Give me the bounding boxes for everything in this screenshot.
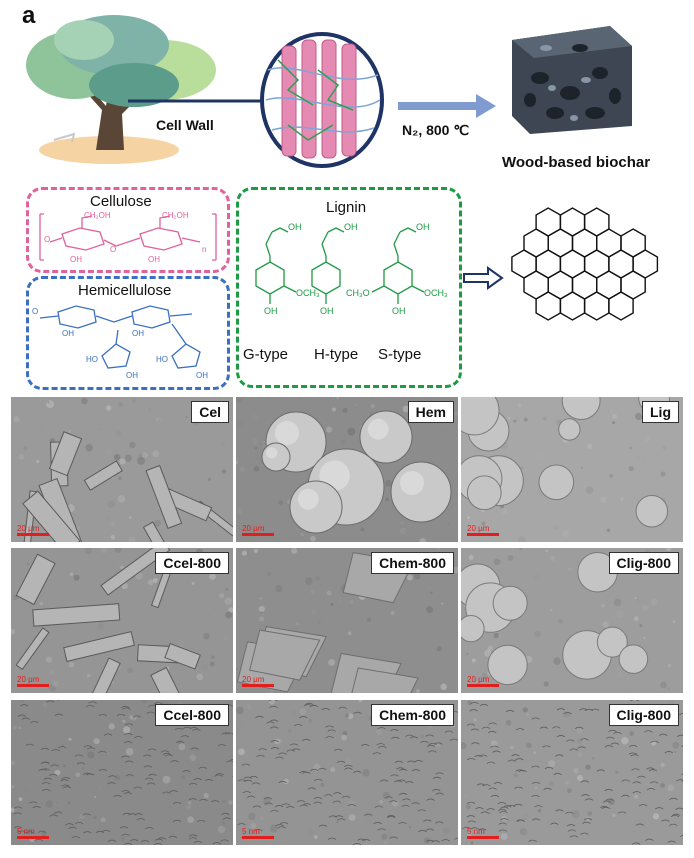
sem-image-cel: Cel 20 μm: [11, 397, 233, 542]
connector-line: [128, 99, 268, 103]
svg-text:OH: OH: [196, 371, 208, 380]
scale-bar: 20 μm: [242, 675, 274, 687]
svg-text:OCH₃: OCH₃: [424, 288, 448, 298]
scale-bar: 20 μm: [17, 675, 49, 687]
hemicellulose-box: [26, 276, 230, 390]
lignin-structures: OH OH OH OH OH OH OCH₃ CH₃O OCH₃: [255, 222, 448, 316]
process-arrow: [398, 94, 496, 118]
tree-illustration: [26, 15, 216, 164]
image-tag: Clig-800: [608, 704, 679, 726]
svg-text:HO: HO: [156, 355, 168, 364]
svg-text:O: O: [32, 307, 38, 316]
tem-image-ccel-800: Ccel-800 5 nm: [11, 700, 233, 845]
svg-text:O: O: [110, 245, 116, 254]
biochar-label: Wood-based biochar: [502, 154, 651, 171]
cellulose-box: [26, 187, 230, 273]
scale-bar: 5 nm: [242, 827, 274, 839]
biochar-block: [512, 26, 632, 134]
scale-bar: 20 μm: [467, 524, 499, 536]
svg-text:OH: OH: [392, 306, 406, 316]
tem-image-chem-800: Chem-800 5 nm: [236, 700, 458, 845]
svg-text:OH: OH: [70, 255, 82, 264]
image-tag: Ccel-800: [155, 704, 229, 726]
sem-image-clig-800: Clig-800 20 μm: [461, 548, 683, 693]
svg-text:HO: HO: [86, 355, 98, 364]
hexagon-ring: [583, 291, 610, 321]
lignin-type-h: H-type: [314, 346, 359, 363]
scale-bar: 20 μm: [17, 524, 49, 536]
lignin-box: [236, 187, 462, 388]
panel-a-letter: a: [22, 2, 36, 29]
svg-text:CH₂OH: CH₂OH: [162, 211, 189, 220]
image-tag: Chem-800: [371, 552, 454, 574]
sem-image-lig: Lig 20 μm: [461, 397, 683, 542]
scale-bar: 20 μm: [467, 675, 499, 687]
svg-text:OH: OH: [288, 222, 302, 232]
svg-text:OH: OH: [126, 371, 138, 380]
svg-text:OH: OH: [320, 306, 334, 316]
graphitic-carbon-network: [511, 207, 659, 321]
hexagon-ring: [559, 291, 586, 321]
svg-text:CH₂OH: CH₂OH: [84, 211, 111, 220]
image-tag: Lig: [642, 401, 679, 423]
svg-text:CH₃O: CH₃O: [346, 288, 370, 298]
cell-wall-fiber-diagram: [260, 32, 384, 168]
image-tag: Clig-800: [608, 552, 679, 574]
sem-image-chem-800: Chem-800 20 μm: [236, 548, 458, 693]
scale-bar: 5 nm: [467, 827, 499, 839]
hemicellulose-title: Hemicellulose: [78, 282, 172, 299]
svg-text:OCH₃: OCH₃: [296, 288, 320, 298]
image-tag: Ccel-800: [155, 552, 229, 574]
sem-image-hem: Hem 20 μm: [236, 397, 458, 542]
lignin-title: Lignin: [326, 199, 367, 216]
image-tag: Hem: [407, 401, 454, 423]
scale-bar: 5 nm: [17, 827, 49, 839]
hexagon-ring: [608, 291, 634, 321]
svg-text:n: n: [202, 245, 206, 254]
cellulose-structure: CH₂OH CH₂OH OH OH O On: [39, 211, 217, 264]
lignin-type-s: S-type: [378, 346, 422, 363]
cellulose-title: Cellulose: [90, 193, 152, 210]
svg-text:OH: OH: [132, 329, 144, 338]
condition-label: N₂, 800 ℃: [402, 122, 470, 138]
sem-image-ccel-800: Ccel-800 20 μm: [11, 548, 233, 693]
svg-text:O: O: [44, 235, 50, 244]
svg-text:OH: OH: [62, 329, 74, 338]
hollow-arrow: [463, 266, 504, 290]
image-tag: Chem-800: [371, 704, 454, 726]
tem-image-clig-800: Clig-800 5 nm: [461, 700, 683, 845]
hexagon-ring: [535, 291, 562, 321]
svg-text:OH: OH: [344, 222, 358, 232]
image-tag: Cel: [191, 401, 229, 423]
lignin-type-g: G-type: [243, 346, 289, 363]
svg-text:OH: OH: [148, 255, 160, 264]
svg-text:OH: OH: [416, 222, 430, 232]
scale-bar: 20 μm: [242, 524, 274, 536]
svg-text:OH: OH: [264, 306, 278, 316]
hemicellulose-structure: O OH OH HO OH HO OH: [32, 305, 208, 380]
cell-wall-label: Cell Wall: [156, 117, 214, 133]
